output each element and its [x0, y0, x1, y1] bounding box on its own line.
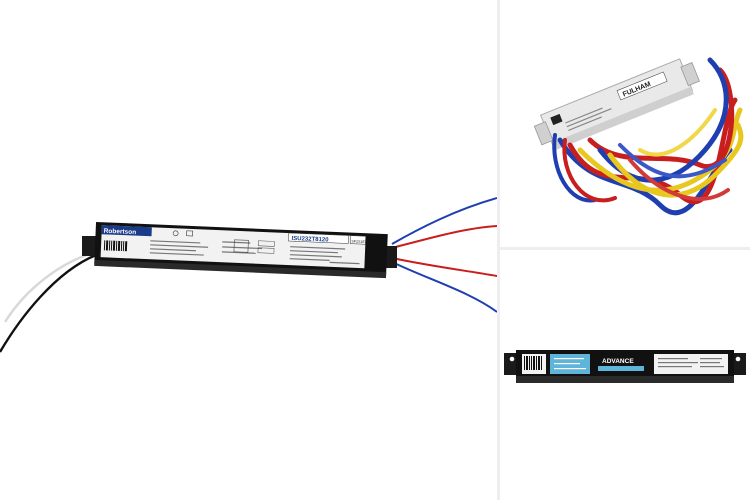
red-wire-lower: [391, 257, 497, 277]
blue-wire-upper: [391, 197, 497, 245]
red-wire-upper: [391, 225, 497, 249]
fulham-ballast-image[interactable]: FULHAM: [500, 0, 750, 247]
main-ballast-image[interactable]: Robertson ISU232T8120 SF2S1E: [0, 0, 497, 500]
blue-wire-lower: [391, 261, 497, 313]
side-label: SF2S1E: [351, 239, 365, 244]
advance-brand-label: ADVANCE: [602, 358, 634, 365]
main-ballast-illustration: Robertson ISU232T8120 SF2S1E: [0, 197, 497, 353]
black-wire-left: [0, 253, 97, 353]
model-label: ISU232T8120: [291, 236, 329, 244]
mounting-tab-left: [82, 236, 98, 256]
advance-ballast-illustration: ADVANCE: [504, 350, 746, 383]
fulham-ballast-illustration: FULHAM: [533, 57, 744, 216]
horizontal-divider: [500, 247, 750, 250]
ballast-body: Robertson ISU232T8120 SF2S1E: [94, 221, 388, 279]
advance-ballast-image[interactable]: ADVANCE: [500, 250, 750, 500]
vertical-divider: [497, 0, 500, 500]
brand-label: Robertson: [104, 228, 137, 236]
